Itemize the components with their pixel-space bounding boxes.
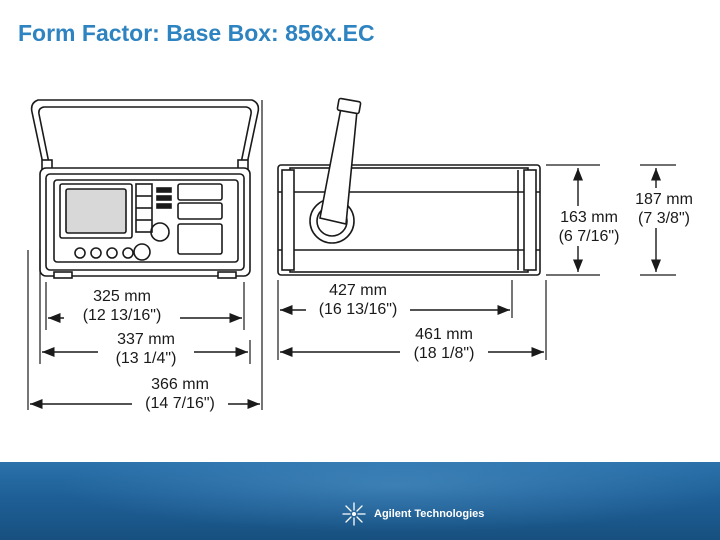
- label-backdrops: [64, 188, 704, 414]
- label-337-metric: 337 mm: [117, 331, 175, 348]
- front-view: [30, 99, 260, 279]
- agilent-logo: Agilent Technologies: [342, 502, 484, 526]
- side-extension-lines: [277, 164, 676, 360]
- label-366-metric: 366 mm: [151, 376, 209, 393]
- brand-name: Agilent Technologies: [374, 508, 485, 520]
- front-extension-lines: [27, 100, 263, 410]
- dimension-drawing: 325 mm (12 13/16") 337 mm (13 1/4") 366 …: [27, 97, 704, 414]
- label-366-imperial: (14 7/16"): [145, 395, 215, 412]
- dimension-labels: 325 mm (12 13/16") 337 mm (13 1/4") 366 …: [83, 191, 693, 412]
- label-325-imperial: (12 13/16"): [83, 307, 162, 324]
- side-handle: [309, 97, 362, 244]
- label-461-metric: 461 mm: [415, 326, 473, 343]
- label-427-metric: 427 mm: [329, 282, 387, 299]
- label-163-imperial: (6 7/16"): [559, 228, 620, 245]
- label-187-metric: 187 mm: [635, 191, 693, 208]
- label-427-imperial: (16 13/16"): [319, 301, 398, 318]
- agilent-spark-icon: [342, 502, 366, 526]
- label-461-imperial: (18 1/8"): [414, 345, 475, 362]
- side-view: [277, 97, 541, 276]
- footer-band: Agilent Technologies: [0, 462, 720, 540]
- label-187-imperial: (7 3/8"): [638, 210, 690, 227]
- slide-title: Form Factor: Base Box: 856x.EC: [18, 20, 375, 46]
- label-163-metric: 163 mm: [560, 209, 618, 226]
- label-337-imperial: (13 1/4"): [116, 350, 177, 367]
- label-325-metric: 325 mm: [93, 288, 151, 305]
